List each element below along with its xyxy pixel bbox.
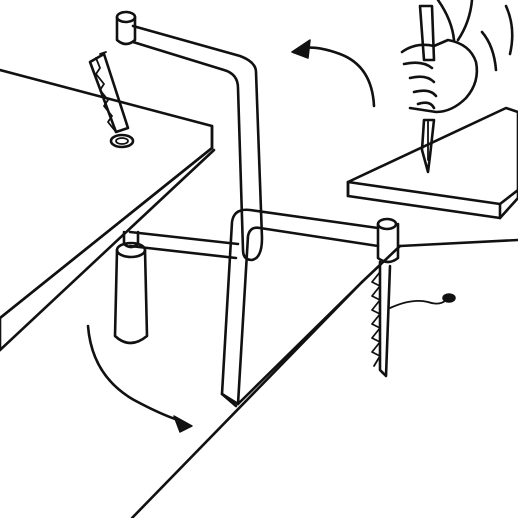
lower-table: [130, 238, 518, 518]
lower-blade-clamp: [376, 217, 400, 264]
spiral-waste-string: [389, 293, 456, 309]
counterweight-bar: [128, 230, 240, 260]
upper-saw-blade: [88, 51, 130, 134]
rotation-arrow-bottom: [86, 324, 193, 433]
rotation-arrow-top: [291, 39, 376, 108]
right-small-board: [346, 106, 518, 220]
swiveling-arm-upper: [115, 10, 264, 262]
counterweight-cylinder: [113, 230, 149, 345]
upper-table: [0, 68, 216, 352]
blade-slot-hole: [109, 133, 135, 149]
lower-saw-blade: [371, 260, 392, 378]
swiveling-arm-lower: [220, 208, 380, 408]
hand-holding-knife: [400, 0, 514, 174]
